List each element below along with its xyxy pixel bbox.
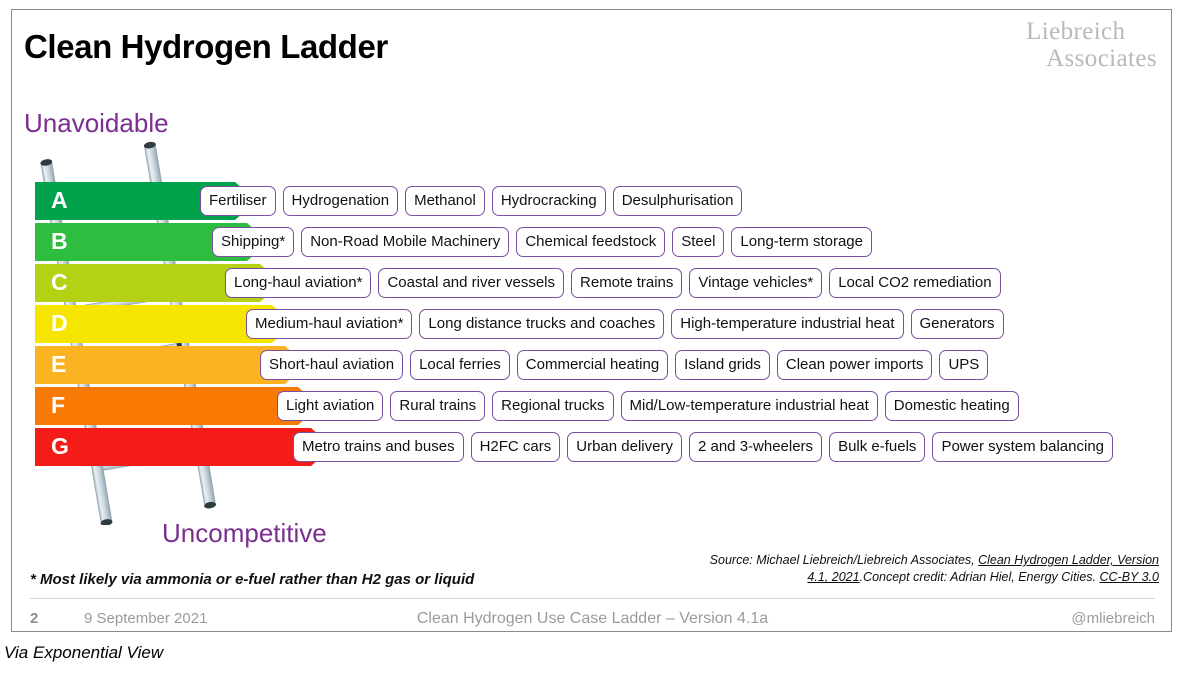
grade-letter-f: F [51,392,66,419]
use-case-pill[interactable]: Methanol [405,186,485,216]
use-case-pill[interactable]: Light aviation [277,391,384,421]
liebreich-associates-logo: Liebreich Associates [1026,18,1157,72]
grade-letter-e: E [51,351,67,378]
pill-list-c: Long-haul aviation* Coastal and river ve… [225,264,1001,302]
use-case-pill[interactable]: Shipping* [212,227,295,257]
ladder-row-f: F Light aviation Rural trains Regional t… [12,387,1173,428]
source-credit: Source: Michael Liebreich/Liebreich Asso… [699,552,1159,587]
use-case-pill[interactable]: Long-term storage [731,227,872,257]
source-prefix: Source: Michael Liebreich/Liebreich Asso… [709,553,979,567]
use-case-pill[interactable]: Remote trains [571,268,683,298]
use-case-pill[interactable]: High-temperature industrial heat [671,309,904,339]
grade-arrow-e: E [35,346,307,384]
uncompetitive-label: Uncompetitive [162,518,327,548]
footer-handle: @mliebreich [1071,610,1155,627]
footer-divider [30,598,1155,599]
attribution-caption: Via Exponential View [4,643,164,662]
use-case-pill[interactable]: Hydrogenation [282,186,399,216]
source-work-link[interactable]: Clean Hydrogen Ladder, Version 4.1, 2021 [807,553,1159,585]
grade-arrow-d: D [35,305,294,343]
grade-arrow-g: G [35,428,333,466]
page-title: Clean Hydrogen Ladder [24,28,388,65]
ladder-row-c: C Long-haul aviation* Coastal and river … [12,264,1173,305]
ladder-row-e: E Short-haul aviation Local ferries Comm… [12,346,1173,387]
use-case-pill[interactable]: UPS [939,350,989,380]
grade-letter-d: D [51,310,68,337]
use-case-pill[interactable]: Regional trucks [492,391,614,421]
use-case-pill[interactable]: Island grids [675,350,770,380]
ladder-rows: A Fertiliser Hydrogenation Methanol Hydr… [12,182,1173,469]
logo-line-2: Associates [1046,45,1157,72]
pill-list-d: Medium-haul aviation* Long distance truc… [246,305,1004,343]
use-case-pill[interactable]: Non-Road Mobile Machinery [301,227,510,257]
license-link[interactable]: CC-BY 3.0 [1099,570,1159,585]
use-case-pill[interactable]: Urban delivery [567,432,682,462]
use-case-pill[interactable]: Bulk e-fuels [829,432,926,462]
ladder-row-d: D Medium-haul aviation* Long distance tr… [12,305,1173,346]
unavoidable-label: Unavoidable [24,108,169,138]
use-case-pill[interactable]: Power system balancing [932,432,1114,462]
use-case-pill[interactable]: Commercial heating [516,350,669,380]
use-case-pill[interactable]: Desulphurisation [612,186,743,216]
grade-letter-b: B [51,228,68,255]
use-case-pill[interactable]: Domestic heating [884,391,1019,421]
grade-letter-g: G [51,433,69,460]
use-case-pill[interactable]: Coastal and river vessels [378,268,565,298]
use-case-pill[interactable]: Local CO2 remediation [829,268,1001,298]
footnote: * Most likely via ammonia or e-fuel rath… [30,571,475,588]
use-case-pill[interactable]: Chemical feedstock [516,227,666,257]
grade-letter-a: A [51,187,68,214]
use-case-pill[interactable]: Long distance trucks and coaches [419,309,665,339]
pill-list-e: Short-haul aviation Local ferries Commer… [260,346,989,384]
use-case-pill[interactable]: Hydrocracking [491,186,606,216]
footer-date: 9 September 2021 [84,610,208,627]
slide-footer: 2 9 September 2021 Clean Hydrogen Use Ca… [12,604,1173,634]
footer-title: Clean Hydrogen Use Case Ladder – Version… [416,610,769,627]
page-number: 2 [30,610,39,627]
use-case-pill[interactable]: Clean power imports [776,350,933,380]
use-case-pill[interactable]: H2FC cars [470,432,561,462]
grade-arrow-f: F [35,387,320,425]
grade-arrow-c: C [35,264,282,302]
use-case-pill[interactable]: Fertiliser [200,186,276,216]
ladder-row-a: A Fertiliser Hydrogenation Methanol Hydr… [12,182,1173,223]
use-case-pill[interactable]: Medium-haul aviation* [246,309,413,339]
pill-list-g: Metro trains and buses H2FC cars Urban d… [293,428,1114,466]
pill-list-b: Shipping* Non-Road Mobile Machinery Chem… [212,223,872,261]
use-case-pill[interactable]: Steel [672,227,725,257]
grade-arrow-b: B [35,223,269,261]
pill-list-f: Light aviation Rural trains Regional tru… [277,387,1019,425]
ladder-row-g: G Metro trains and buses H2FC cars Urban… [12,428,1173,469]
use-case-pill[interactable]: Generators [910,309,1004,339]
pill-list-a: Fertiliser Hydrogenation Methanol Hydroc… [200,182,743,220]
source-middle: .Concept credit: Adrian Hiel, Energy Cit… [859,570,1100,585]
use-case-pill[interactable]: Rural trains [390,391,486,421]
use-case-pill[interactable]: Mid/Low-temperature industrial heat [620,391,878,421]
logo-line-1: Liebreich [1026,18,1126,45]
use-case-pill[interactable]: Long-haul aviation* [225,268,372,298]
use-case-pill[interactable]: Local ferries [410,350,510,380]
use-case-pill[interactable]: Vintage vehicles* [689,268,823,298]
use-case-pill[interactable]: Metro trains and buses [293,432,464,462]
grade-letter-c: C [51,269,68,296]
ladder-row-b: B Shipping* Non-Road Mobile Machinery Ch… [12,223,1173,264]
slide-frame: Clean Hydrogen Ladder Liebreich Associat… [11,9,1172,632]
use-case-pill[interactable]: 2 and 3-wheelers [688,432,823,462]
use-case-pill[interactable]: Short-haul aviation [260,350,404,380]
